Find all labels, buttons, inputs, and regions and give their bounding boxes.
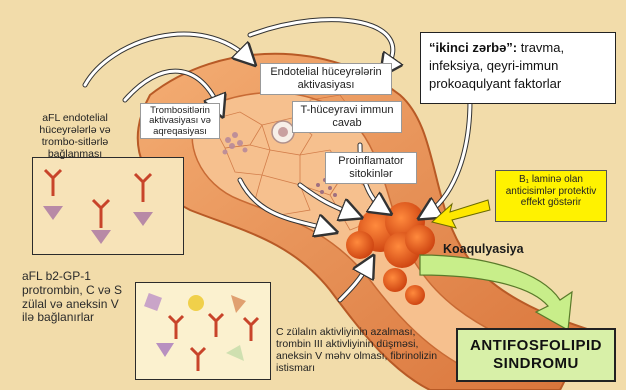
label-protein-c: C zülalın aktivliyinin azalması, trombin…	[276, 326, 448, 374]
proteins-inset	[135, 282, 271, 380]
second-hit-bold: “ikinci zərbə”:	[429, 40, 517, 55]
syndrome-box: ANTIFOSFOLIPID SINDROMU	[456, 328, 616, 382]
label-b2gp-binding: aFL b2-GP-1 protrombin, C və S zülal və …	[22, 270, 132, 325]
second-hit-box: “ikinci zərbə”: travma, infeksiya, qeyri…	[420, 32, 616, 104]
label-afl-binding: aFL endotelial hüceyrələrlə və trombo-si…	[20, 112, 130, 160]
b1-antibodies-box: B₁ laminə olan anticisimlər protektiv ef…	[495, 170, 607, 222]
receptor-icons	[33, 158, 183, 254]
syndrome-title: ANTIFOSFOLIPID SINDROMU	[458, 337, 614, 373]
receptor-inset	[32, 157, 184, 255]
protein-icons	[136, 283, 270, 379]
label-platelet-activation: Trombositlərin aktivasiyası və aqreqasiy…	[140, 103, 220, 139]
label-coagulation: Koaqulyasiya	[443, 242, 524, 256]
label-proinflammatory: Proinflamator sitokinlər	[325, 152, 417, 184]
label-t-cell: T-hüceyravi immun cavab	[292, 101, 402, 133]
label-endothelial-activation: Endotelial hüceyrələrin aktivasiyası	[260, 63, 392, 95]
